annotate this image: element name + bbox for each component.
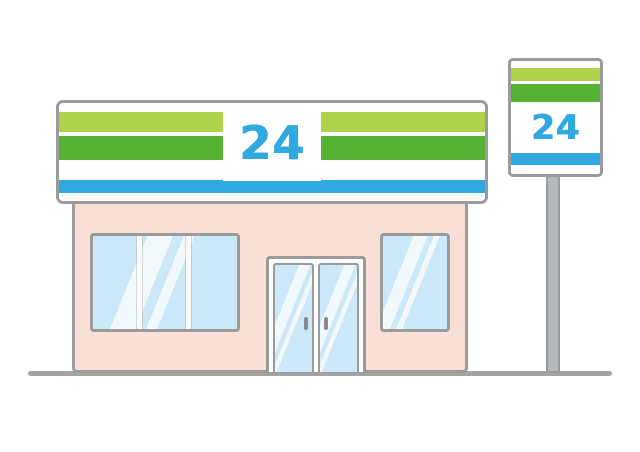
door-panel-right [318, 263, 359, 372]
pole-sign-24-badge: 24 [511, 102, 600, 153]
window-mullion [186, 236, 191, 329]
fascia-24-label: 24 [238, 116, 305, 170]
sign-pole [546, 175, 560, 373]
pole-sign: 24 [508, 58, 603, 177]
left-window [90, 233, 240, 332]
pole-sign-24-label: 24 [530, 107, 581, 148]
pole-sign-stripe-green [511, 84, 600, 102]
door-handle [304, 317, 308, 330]
entrance-door [266, 256, 366, 372]
pole-sign-stripe-blue [511, 153, 600, 165]
pole-sign-stripe-light-green [511, 68, 600, 81]
door-handle [324, 317, 328, 330]
fascia-24-badge: 24 [223, 105, 321, 181]
fascia-stripe-blue [59, 180, 485, 193]
door-panel-left [273, 263, 314, 372]
window-mullion [137, 236, 142, 329]
right-window [380, 233, 450, 332]
ground-line [28, 371, 612, 376]
store-fascia-sign: 24 [56, 100, 488, 204]
